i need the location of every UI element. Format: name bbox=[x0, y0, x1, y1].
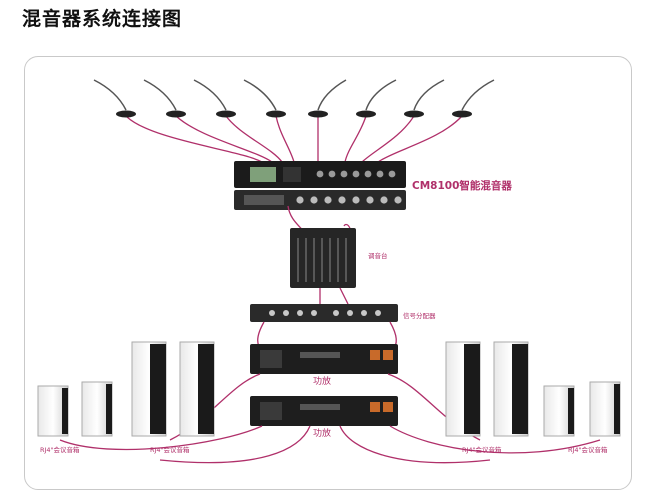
amp2-label: 功放 bbox=[313, 427, 331, 439]
speaker-outer-right-a bbox=[543, 385, 575, 437]
mixer-name-label: CM8100智能混音器 bbox=[412, 179, 512, 192]
speaker-inner-left-b bbox=[179, 341, 215, 437]
speakers bbox=[37, 341, 621, 437]
mixing-console bbox=[290, 228, 356, 288]
cm8100-mixer-unit bbox=[234, 161, 406, 210]
speaker-inner-left-label: RJ4"会议音箱 bbox=[150, 445, 190, 454]
speaker-outer-left-label: RJ4"会议音箱 bbox=[40, 445, 80, 454]
microphone-3 bbox=[193, 79, 236, 118]
console-label: 调音台 bbox=[368, 251, 388, 260]
power-amplifier-1 bbox=[250, 344, 398, 374]
speaker-outer-right-label: RJ4"会议音箱 bbox=[568, 445, 608, 454]
speaker-inner-right-b bbox=[493, 341, 529, 437]
speaker-outer-right-b bbox=[589, 381, 621, 437]
microphone-2 bbox=[143, 79, 186, 118]
signal-distributor bbox=[250, 304, 398, 322]
mic-cables bbox=[125, 115, 463, 163]
microphone-7 bbox=[404, 79, 445, 118]
speaker-outer-left-a bbox=[37, 385, 69, 437]
speaker-inner-right-a bbox=[445, 341, 481, 437]
speaker-outer-left-b bbox=[81, 381, 113, 437]
power-amplifier-2 bbox=[250, 396, 398, 426]
microphone-4 bbox=[243, 79, 286, 118]
speaker-inner-left-a bbox=[131, 341, 167, 437]
speaker-inner-right-label: RJ4"会议音箱 bbox=[462, 445, 502, 454]
page-title: 混音器系统连接图 bbox=[22, 8, 183, 30]
microphone-5 bbox=[308, 79, 347, 118]
distributor-label: 信号分配器 bbox=[403, 311, 436, 320]
microphone-8 bbox=[452, 79, 495, 118]
microphone-6 bbox=[356, 79, 397, 118]
microphone-1 bbox=[93, 79, 136, 118]
amp1-label: 功放 bbox=[313, 375, 331, 387]
microphones bbox=[93, 79, 495, 118]
